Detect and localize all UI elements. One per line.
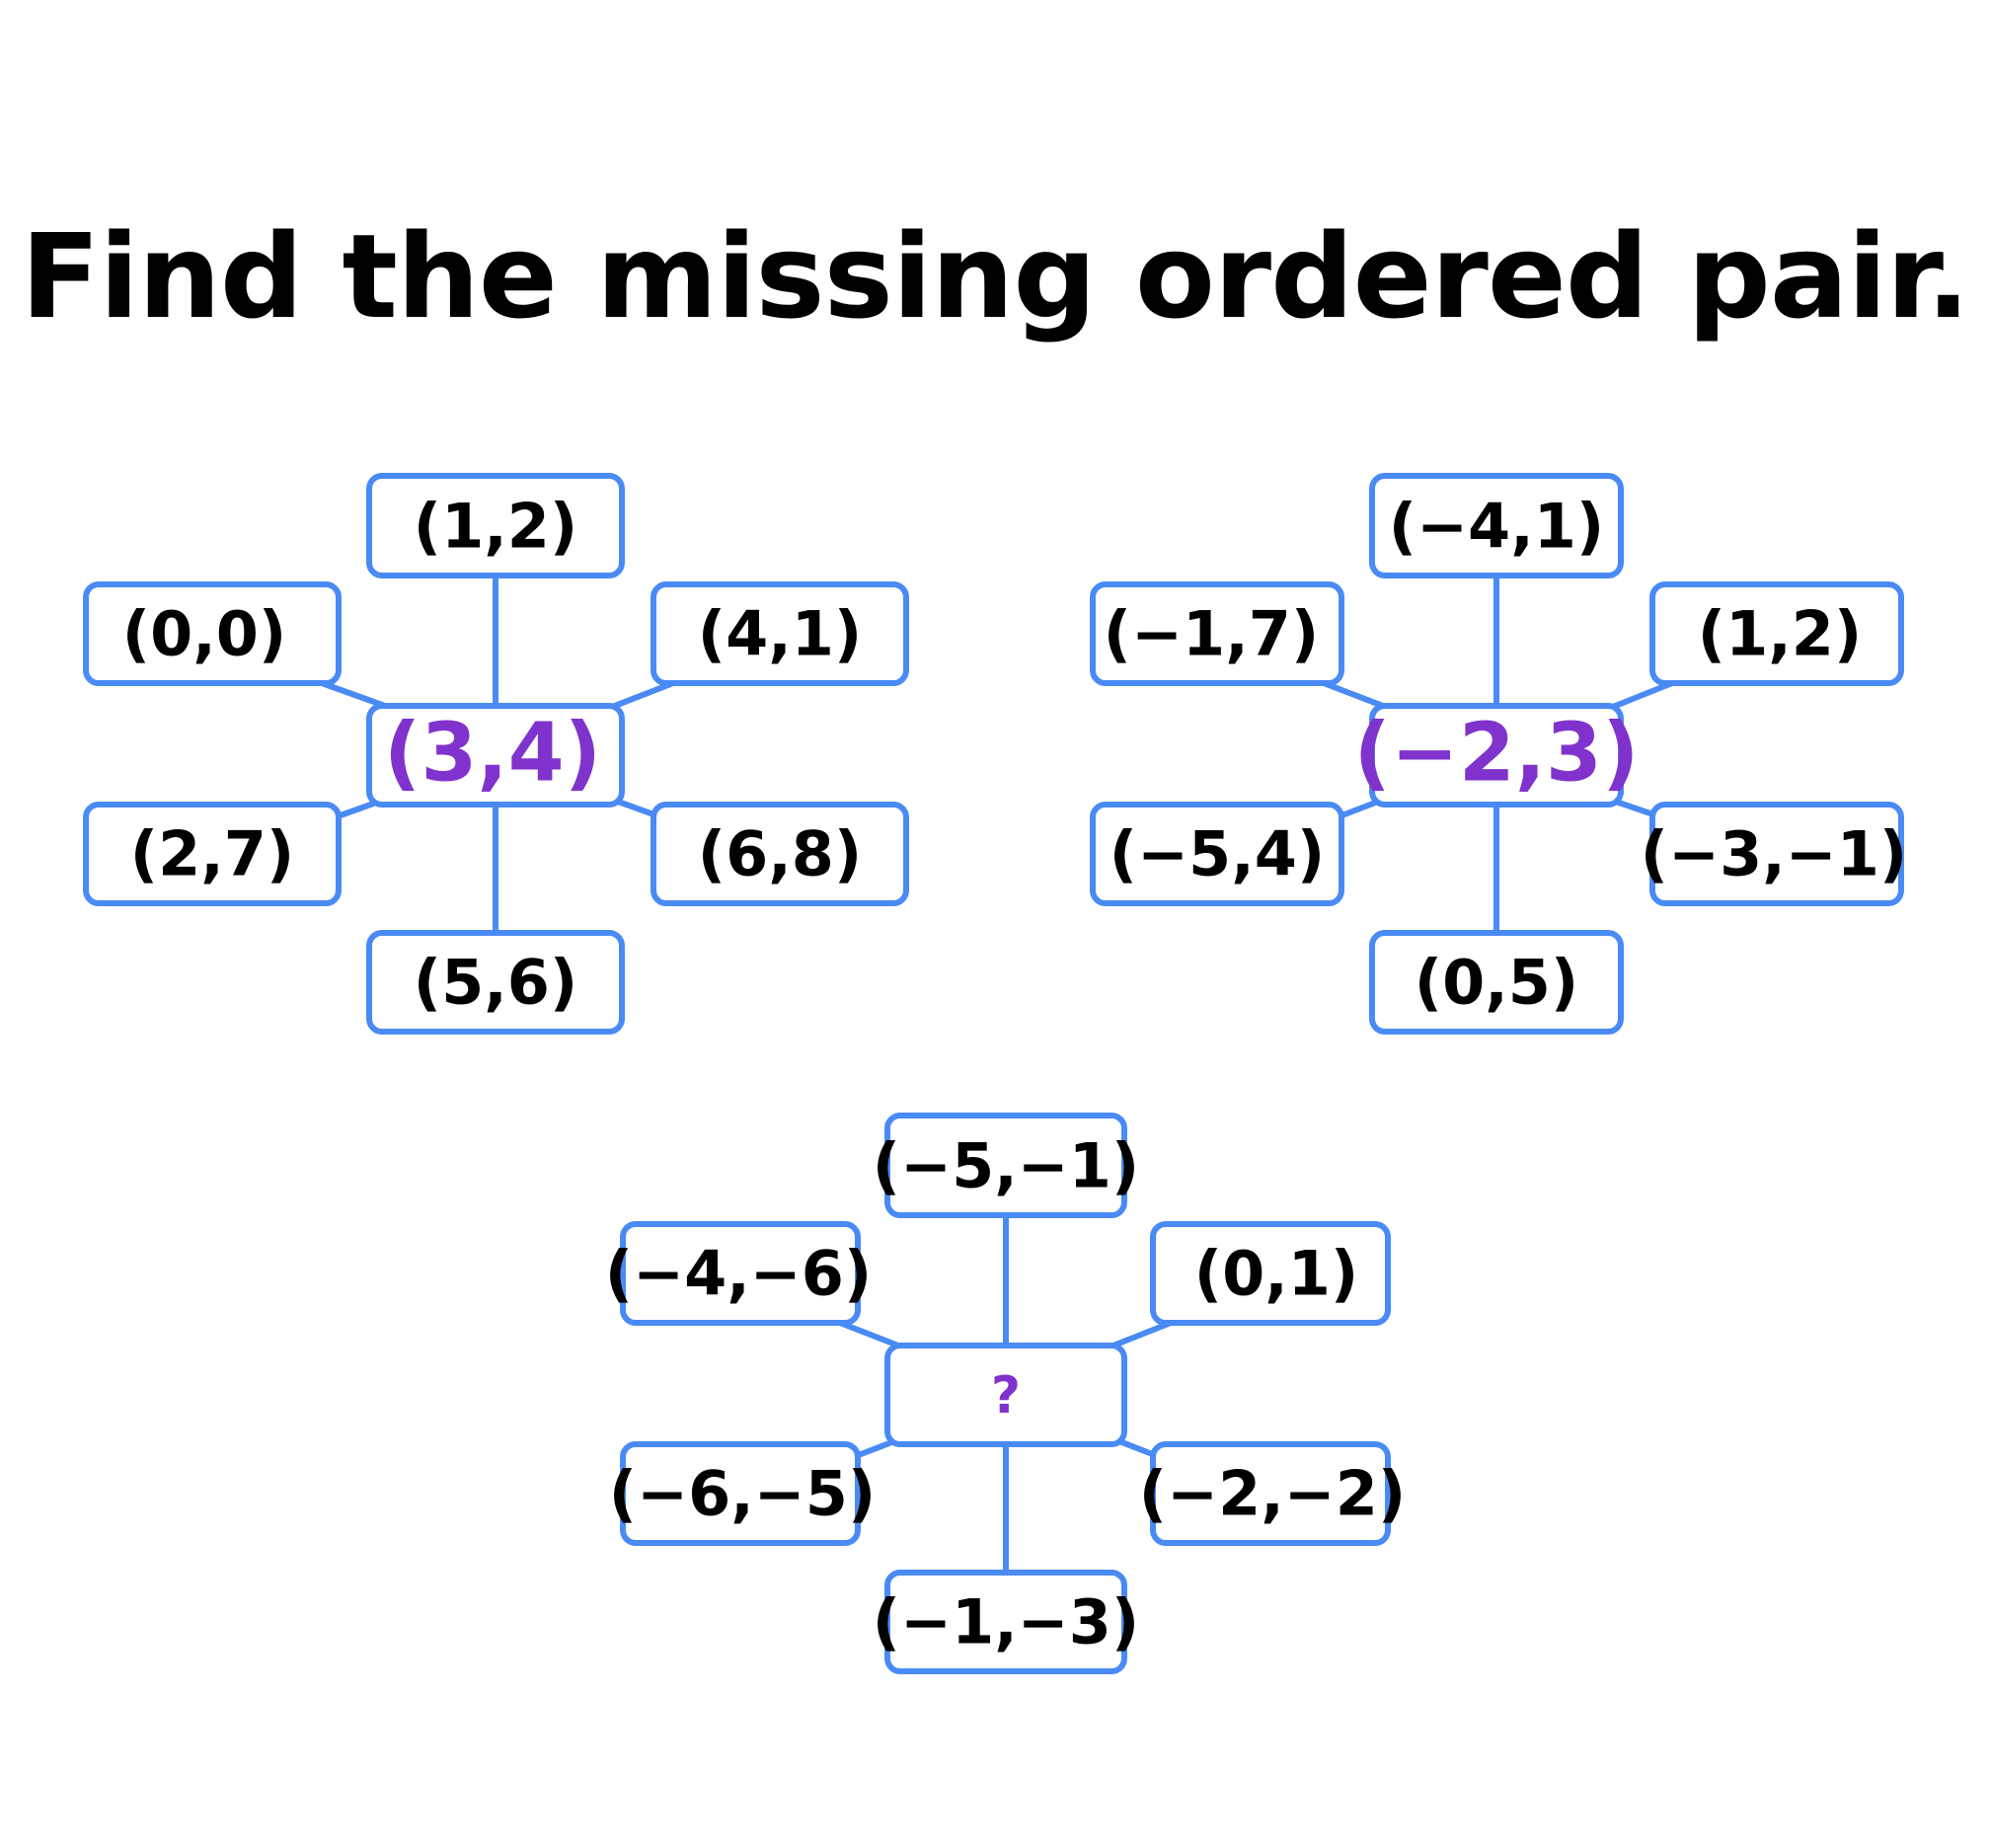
puzzle-1-box-upper-right [651,581,909,686]
puzzle-1-center-pair: (3,4) [384,707,601,801]
puzzle-2-center-pair: (−2,3) [1354,707,1640,801]
puzzle-3-box-center[interactable] [884,1343,1127,1447]
puzzle-3-bottom-pair: (−1,−3) [873,1586,1139,1658]
puzzle-1-link-upper-left [320,680,387,709]
puzzle-1-link-upper-right [605,680,675,712]
puzzle-2-box-top [1369,473,1624,578]
puzzle-2-top-pair: (−4,1) [1389,491,1604,563]
puzzle-2-box-upper-right [1649,581,1904,686]
puzzle-2-upper-right-pair: (1,2) [1698,598,1863,670]
puzzle-3-link-lower-left [854,1438,896,1459]
puzzle-3-lower-right-pair: (−2,−2) [1139,1458,1406,1530]
puzzle-3-box-lower-right [1150,1441,1391,1546]
puzzle-3-box-top [884,1113,1127,1218]
puzzle-2-link-lower-left [1338,799,1380,819]
puzzle-2: (−4,1) (−1,7) (1,2) (−2,3) (−5,4) (−3,−1… [1090,473,1907,1035]
puzzle-3-top-pair: (−5,−1) [873,1130,1139,1202]
puzzle-3-link-lower-right [1117,1438,1157,1458]
puzzle-2-link-upper-left [1322,680,1385,709]
puzzle-1-box-upper-left [83,581,342,686]
puzzle-1: (1,2) (0,0) (4,1) (3,4) (2,7) (6,8) (5,6… [83,473,909,1035]
puzzle-3-upper-right-pair: (0,1) [1194,1238,1359,1310]
puzzle-3-upper-left-pair: (−4,−6) [605,1238,872,1310]
puzzle-3: (−5,−1) (−4,−6) (0,1) ? (−6,−5) (−2,−2) … [605,1113,1406,1674]
puzzle-3-box-bottom [884,1570,1127,1674]
puzzle-1-lower-left-pair: (2,7) [130,818,295,890]
puzzle-3-lower-left-pair: (−6,−5) [609,1458,876,1530]
puzzle-2-link-upper-right [1606,680,1674,712]
puzzle-3-link-upper-left [838,1320,900,1348]
puzzle-1-lower-right-pair: (6,8) [698,818,863,890]
puzzle-1-upper-right-pair: (4,1) [698,598,863,670]
puzzle-2-box-upper-left [1090,581,1344,686]
puzzle-3-box-upper-right [1150,1221,1391,1326]
puzzle-3-box-lower-left [620,1441,861,1546]
puzzle-1-box-top [366,473,625,578]
puzzle-1-upper-left-pair: (0,0) [122,598,287,670]
puzzle-2-box-lower-left [1090,802,1344,906]
puzzle-2-box-center [1369,703,1624,808]
puzzle-2-lower-left-pair: (−5,4) [1110,818,1325,890]
puzzle-3-center-unknown: ? [991,1366,1021,1425]
puzzle-2-upper-left-pair: (−1,7) [1104,598,1319,670]
puzzle-1-bottom-pair: (5,6) [414,947,578,1019]
puzzle-1-box-bottom [366,930,625,1035]
puzzle-1-box-lower-right [651,802,909,906]
puzzle-1-top-pair: (1,2) [414,491,578,563]
puzzle-2-lower-right-pair: (−3,−1) [1641,818,1907,890]
page-title: Find the missing ordered pair. [20,208,1970,345]
puzzle-2-box-lower-right [1649,802,1904,906]
puzzle-1-box-lower-left [83,802,342,906]
puzzle-2-bottom-pair: (0,5) [1415,947,1579,1019]
puzzle-2-link-lower-right [1615,799,1657,818]
puzzle-1-box-center [366,703,625,808]
puzzle-1-link-lower-right [616,799,658,818]
puzzle-3-box-upper-left [620,1221,861,1326]
puzzle-3-link-upper-right [1111,1320,1173,1348]
puzzle-2-box-bottom [1369,930,1624,1035]
